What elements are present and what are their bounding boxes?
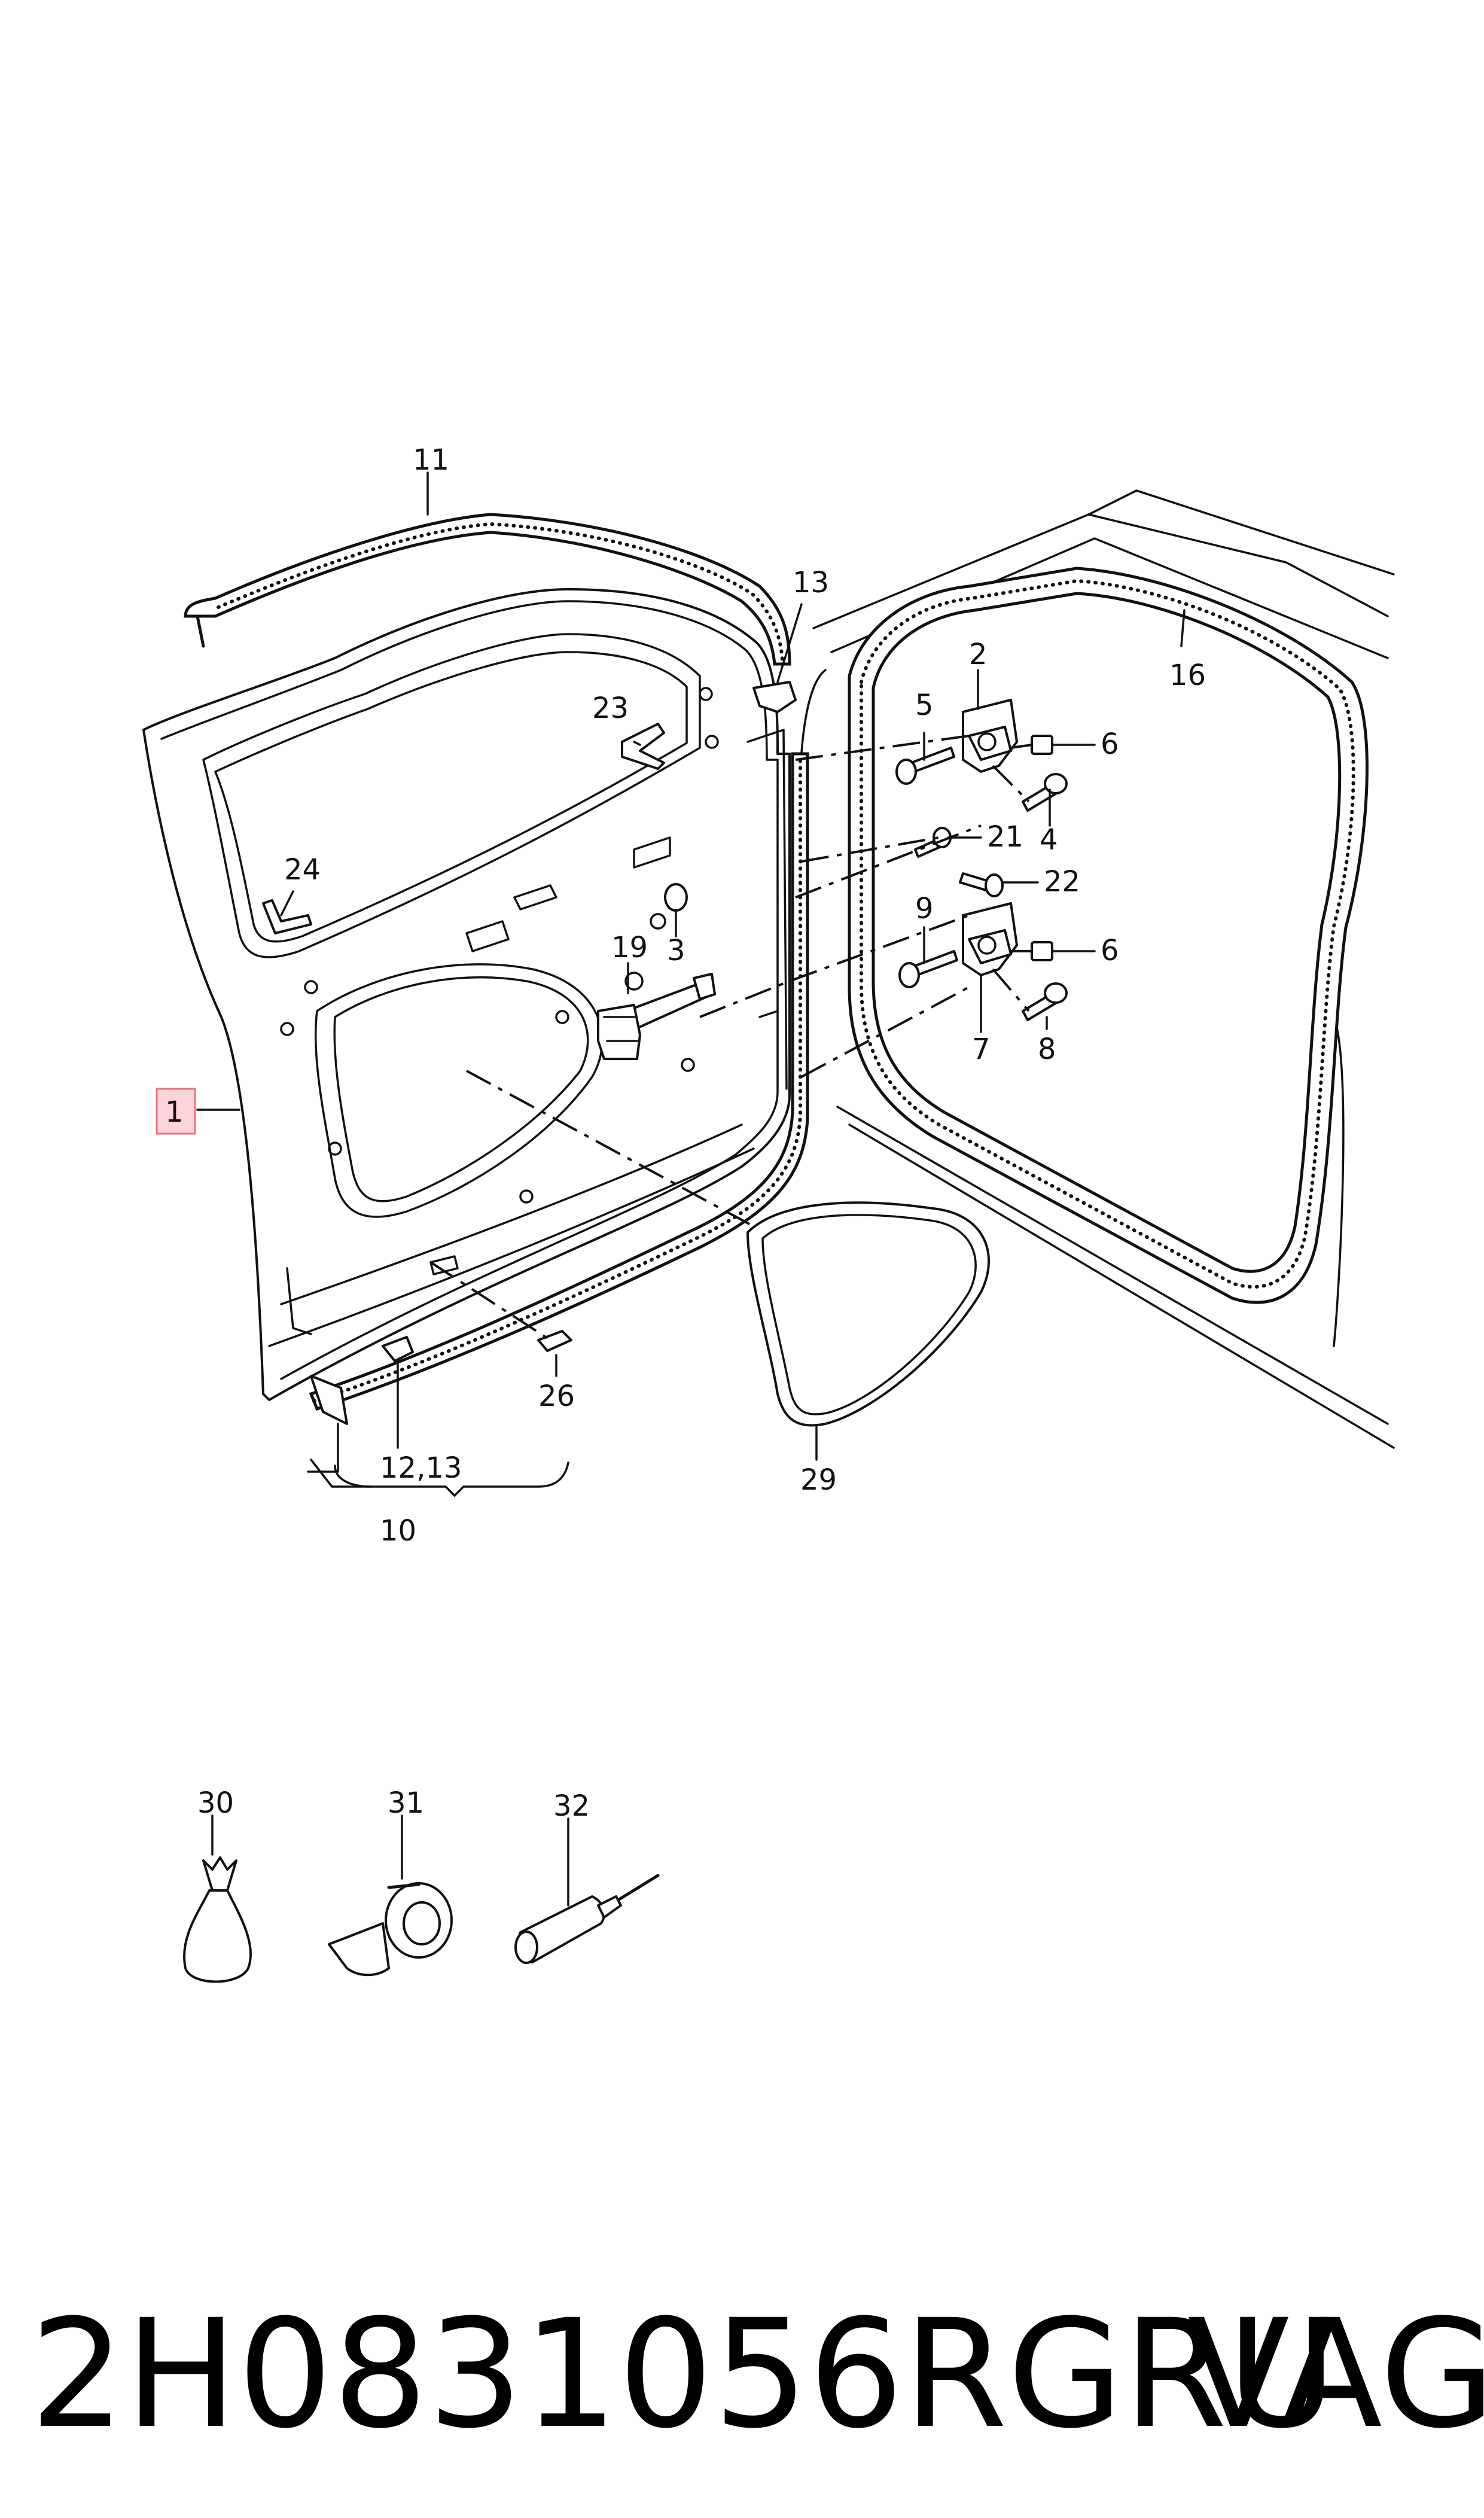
callout-10: 10	[380, 1514, 416, 1548]
nut-6-upper	[1031, 735, 1053, 755]
callout-5: 5	[915, 689, 934, 722]
callout-32: 32	[553, 1789, 590, 1823]
callout-12-13: 12,13	[380, 1451, 462, 1485]
callout-13: 13	[793, 566, 829, 599]
bracket-24	[262, 899, 312, 934]
nut-6-lower	[1031, 941, 1053, 961]
callout-4: 4	[1040, 823, 1058, 857]
accessory-tool-32	[514, 1874, 660, 1964]
accessory-tape-31	[328, 1882, 453, 1977]
bracket-23	[621, 723, 665, 770]
callout-8: 8	[1038, 1033, 1056, 1066]
callout-6-upper: 6	[1101, 727, 1119, 761]
callout-7: 7	[972, 1033, 991, 1066]
door-edge-seal	[309, 752, 809, 1425]
door-check-19	[597, 973, 716, 1060]
lower-hinge-7	[962, 902, 1018, 976]
callout-16: 16	[1169, 659, 1206, 692]
callout-31: 31	[388, 1786, 424, 1820]
cover-29	[746, 1201, 990, 1427]
bolt-5	[895, 747, 955, 785]
callout-26: 26	[538, 1380, 575, 1413]
plug-26	[537, 1330, 572, 1352]
callout-1-highlight	[156, 1088, 196, 1135]
part-number: 2H0831056RGRU	[30, 2287, 1337, 2461]
callout-23: 23	[592, 692, 629, 725]
bolt-8	[1022, 982, 1068, 1021]
callout-19: 19	[611, 931, 648, 964]
bolt-9	[898, 950, 958, 988]
callout-22: 22	[1044, 865, 1080, 899]
bolt-22	[959, 872, 1004, 897]
clip-12-13	[382, 1336, 414, 1362]
callout-3: 3	[667, 934, 685, 967]
callout-24: 24	[284, 853, 321, 887]
clip-13	[752, 681, 797, 713]
callout-30: 30	[197, 1786, 234, 1820]
callout-2: 2	[969, 638, 988, 671]
grommet-3	[664, 883, 688, 912]
callout-6-lower: 6	[1101, 934, 1119, 967]
callout-9: 9	[915, 892, 934, 925]
callout-11: 11	[413, 443, 449, 477]
callout-1: 1	[165, 1095, 184, 1129]
callout-21: 21	[987, 820, 1023, 854]
upper-hinge-2	[962, 699, 1018, 773]
leader-lines	[196, 471, 1186, 1907]
window-top-seal	[184, 513, 791, 666]
accessory-bag-30	[183, 1856, 252, 1983]
door-panel	[142, 588, 791, 1401]
brand: VAG	[1187, 2287, 1484, 2461]
callout-29: 29	[800, 1463, 837, 1497]
